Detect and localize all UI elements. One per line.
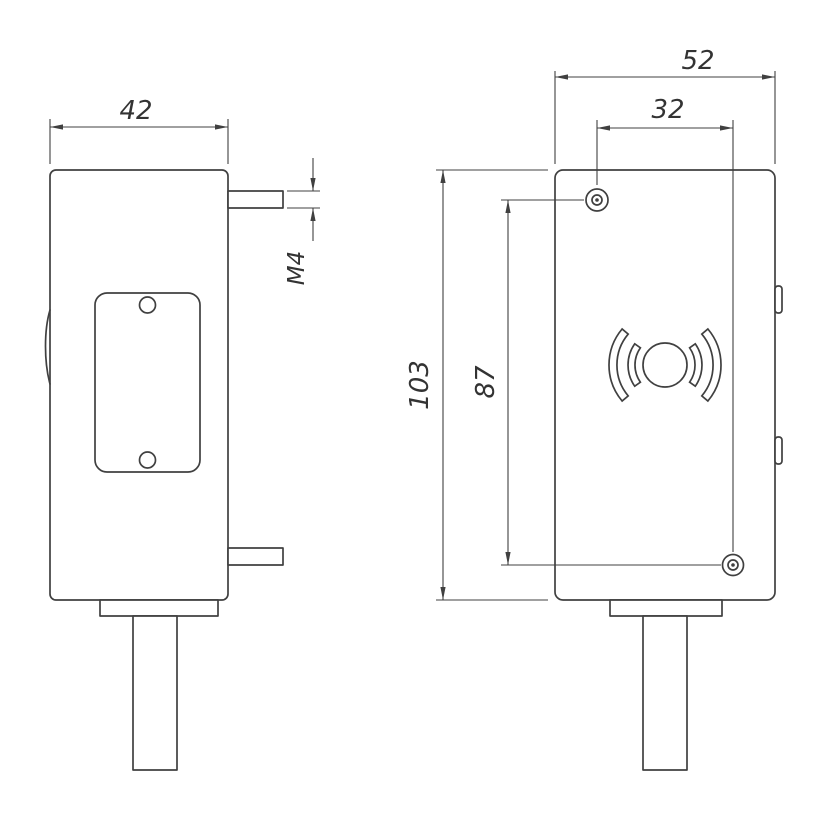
dimension-overall-height: 103: [405, 169, 548, 601]
wave-center-circle: [642, 342, 688, 388]
dimension-hole-spacing-horizontal: 32: [596, 95, 734, 552]
mount-hole-bottom: [721, 553, 745, 577]
connector-plate: [94, 292, 201, 473]
arrowhead: [440, 587, 446, 600]
side-view: [44, 169, 284, 771]
front-view: [554, 169, 783, 771]
arrowhead: [310, 178, 316, 191]
arrowhead: [762, 74, 775, 80]
dimension-label-32: 32: [651, 95, 684, 125]
arrowhead: [555, 74, 568, 80]
arrowhead: [597, 125, 610, 131]
front-right-bump-bottom: [774, 436, 783, 465]
wave-arc-left-inner: [627, 342, 642, 388]
dimension-side-width: 42: [49, 96, 229, 164]
arrowhead: [310, 208, 316, 221]
plate-screw-bottom: [138, 451, 157, 469]
mount-hole-top: [585, 188, 609, 212]
dimension-hole-spacing-vertical: 87: [471, 199, 721, 566]
wave-symbol: [608, 327, 722, 403]
wave-arc-right-inner: [688, 342, 703, 388]
dimension-stud-thread: M4: [284, 158, 320, 285]
side-cable-stem: [132, 615, 178, 771]
dimension-label-52: 52: [681, 46, 714, 76]
mount-hole-top-center: [595, 198, 599, 202]
dimension-front-width: 52: [554, 46, 776, 164]
dimension-label-m4: M4: [284, 251, 310, 285]
front-base-foot: [609, 599, 723, 617]
arrowhead: [720, 125, 733, 131]
dimension-label-103: 103: [405, 360, 435, 410]
dimension-label-42: 42: [119, 96, 152, 126]
side-left-bump: [44, 309, 51, 385]
wave-arc-right-outer: [700, 327, 722, 403]
arrowhead: [505, 200, 511, 213]
front-right-bump-top: [774, 285, 783, 314]
side-base-foot: [99, 599, 219, 617]
dimension-label-87: 87: [471, 365, 501, 399]
mounting-stud-bottom: [227, 547, 284, 566]
arrowhead: [50, 124, 63, 130]
mount-hole-bottom-center: [731, 563, 735, 567]
front-cable-stem: [642, 615, 688, 771]
wave-arc-left-outer: [608, 327, 630, 403]
plate-screw-top: [138, 296, 157, 314]
arrowhead: [440, 170, 446, 183]
arrowhead: [215, 124, 228, 130]
arrowhead: [505, 552, 511, 565]
mounting-stud-top: [227, 190, 284, 209]
